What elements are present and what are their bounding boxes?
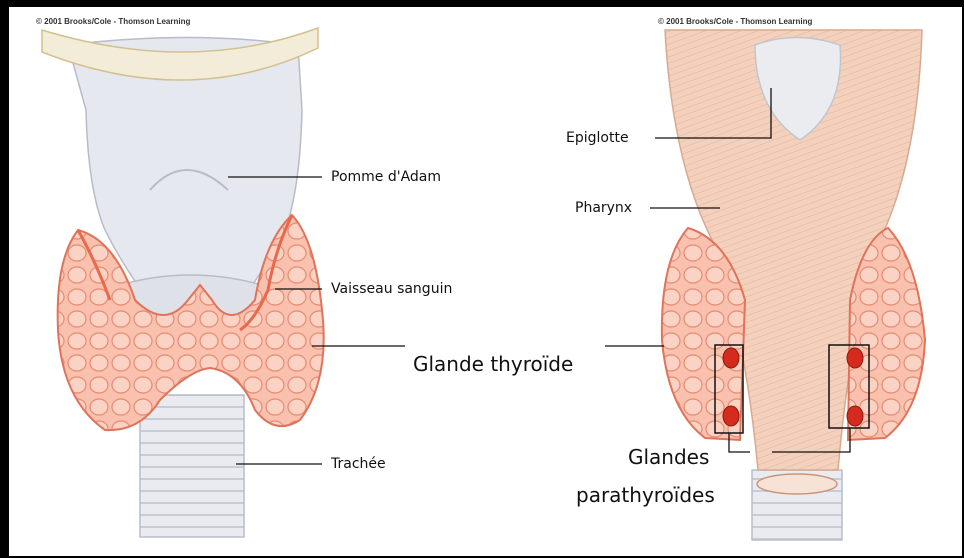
parathyroid-1 xyxy=(723,348,739,368)
parathyroid-2 xyxy=(723,406,739,426)
left-figure xyxy=(42,28,324,537)
label-vaisseau-sanguin: Vaisseau sanguin xyxy=(331,281,452,297)
label-pomme-adam: Pomme d'Adam xyxy=(331,169,441,185)
label-parathyroides: parathyroïdes xyxy=(576,483,715,507)
parathyroid-4 xyxy=(847,406,863,426)
label-pharynx: Pharynx xyxy=(575,200,632,216)
label-glandes: Glandes xyxy=(628,445,709,469)
parathyroid-3 xyxy=(847,348,863,368)
label-epiglotte: Epiglotte xyxy=(566,130,629,146)
label-glande-thyroide: Glande thyroïde xyxy=(413,352,573,376)
trachea xyxy=(140,395,244,537)
label-trachee: Trachée xyxy=(331,456,386,472)
